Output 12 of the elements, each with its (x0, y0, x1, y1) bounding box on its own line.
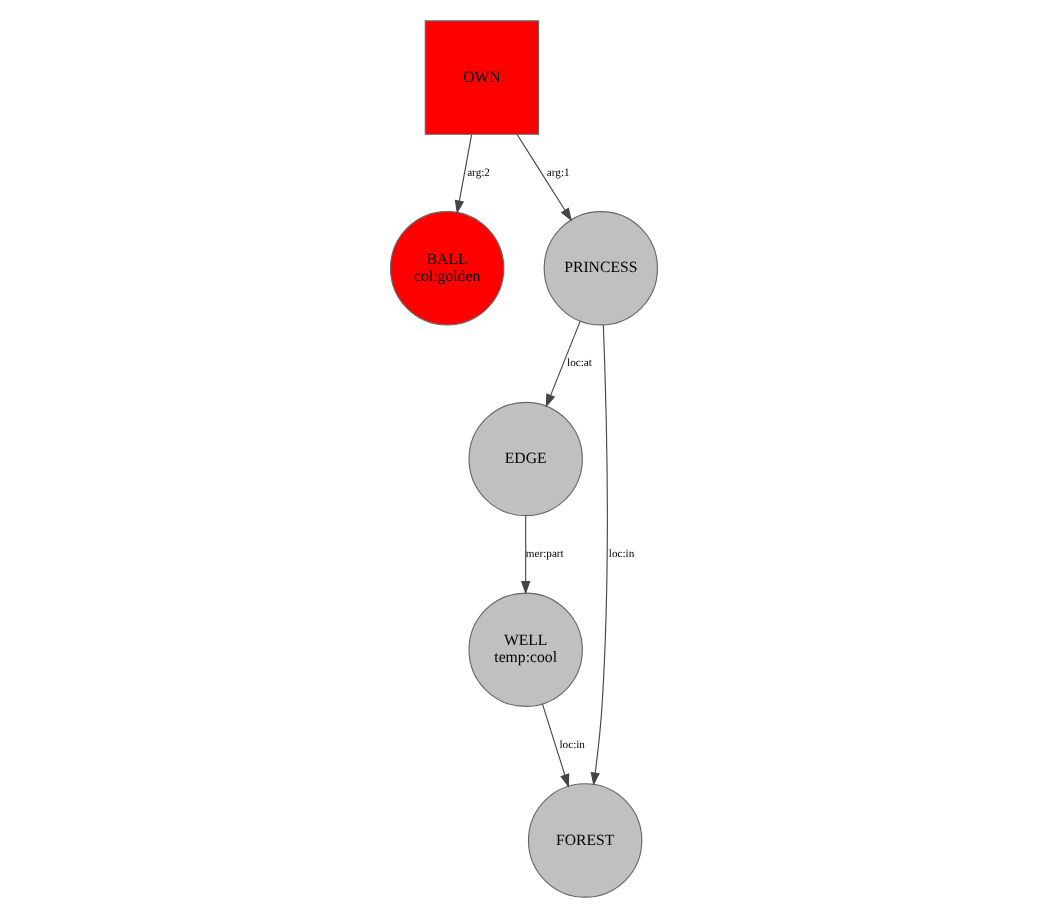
node-circle: PRINCESS (543, 211, 659, 326)
node-circle: BALL col:golden (389, 211, 505, 326)
node-circle: FOREST (527, 783, 643, 898)
arrow (542, 703, 570, 788)
arrow (454, 134, 473, 214)
node-circle: EDGE (468, 401, 583, 517)
arrow (590, 324, 608, 786)
node-circle: WELL temp:cool (468, 592, 583, 707)
arrow (545, 320, 581, 408)
arrow (516, 134, 572, 222)
node-box: OWN (424, 20, 540, 135)
arrow (520, 515, 531, 595)
